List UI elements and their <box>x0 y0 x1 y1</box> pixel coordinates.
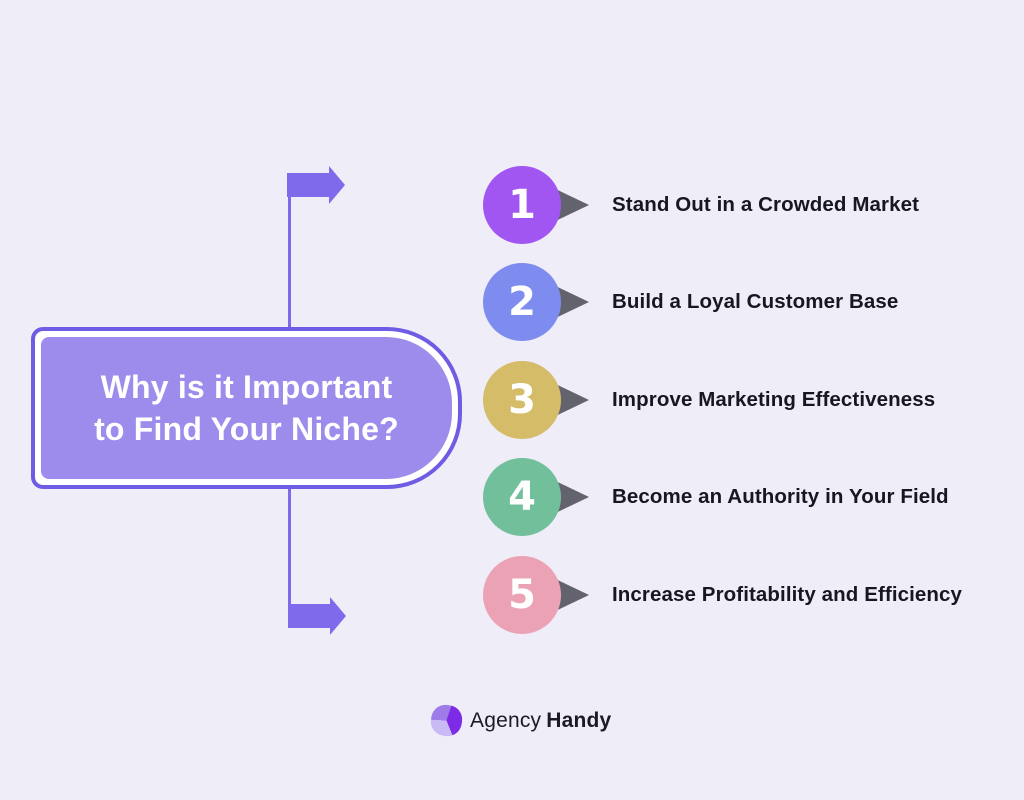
step-number: 4 <box>508 474 536 520</box>
step-label: Increase Profitability and Efficiency <box>612 583 963 606</box>
step-label: Become an Authority in Your Field <box>612 485 949 508</box>
step-row-4: 4 Become an Authority in Your Field <box>483 458 949 536</box>
step-row-1: 1 Stand Out in a Crowded Market <box>483 166 919 244</box>
step-label: Stand Out in a Crowded Market <box>612 193 920 216</box>
arrow-right-top-icon <box>287 166 345 204</box>
title-box: Why is it Important to Find Your Niche? <box>31 327 462 489</box>
step-label: Build a Loyal Customer Base <box>612 290 899 313</box>
step-circle-4: 4 <box>483 458 561 536</box>
step-label: Improve Marketing Effectiveness <box>612 388 936 411</box>
step-circle-2: 2 <box>483 263 561 341</box>
title-line-2: to Find Your Niche? <box>94 411 399 447</box>
step-number: 2 <box>508 279 536 325</box>
step-number: 5 <box>508 572 536 618</box>
brand-name-bold: Handy <box>546 708 612 732</box>
title-line-1: Why is it Important <box>100 369 393 405</box>
agency-handy-logo-icon <box>428 702 465 739</box>
step-circle-3: 3 <box>483 361 561 439</box>
step-number: 3 <box>508 377 536 423</box>
step-circle-5: 5 <box>483 556 561 634</box>
arrow-right-bottom-icon <box>288 597 346 635</box>
step-row-5: 5 Increase Profitability and Efficiency <box>483 556 962 634</box>
title-box-fill: Why is it Important to Find Your Niche? <box>41 337 452 479</box>
step-circle-1: 1 <box>483 166 561 244</box>
brand-name-regular: Agency <box>470 708 542 732</box>
step-row-3: 3 Improve Marketing Effectiveness <box>483 361 935 439</box>
step-number: 1 <box>508 182 536 228</box>
step-row-2: 2 Build a Loyal Customer Base <box>483 263 898 341</box>
